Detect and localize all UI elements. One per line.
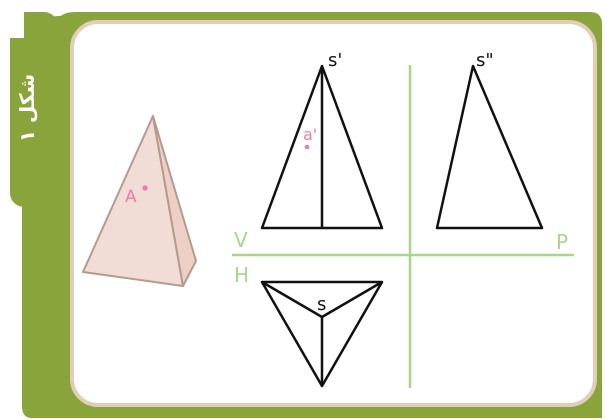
top-view [260, 280, 384, 388]
point-a-prime-marker [304, 144, 310, 150]
top-apex-label: s [317, 294, 326, 315]
point-a-label: A [125, 187, 137, 207]
point-a-marker [142, 185, 148, 191]
top-edge-right [321, 280, 383, 319]
front-view [260, 64, 384, 230]
front-apex-label: s' [328, 50, 342, 71]
pyramid-3d: A [82, 115, 197, 287]
plane-p-label: P [556, 230, 568, 254]
plane-h-label: H [234, 263, 249, 287]
projection-axes [232, 65, 574, 388]
point-a-prime-label: a' [303, 125, 317, 144]
top-view-triangle [260, 280, 384, 388]
figure-caption: شکل ۱ [15, 74, 39, 142]
pyramid-right-face [152, 115, 197, 287]
top-edge-left [261, 280, 323, 319]
caption-tab [6, 8, 58, 207]
side-view-triangle [435, 64, 544, 230]
content-panel [70, 20, 597, 407]
plane-v-label: V [234, 228, 248, 252]
side-apex-label: s" [476, 50, 494, 71]
side-view [435, 64, 544, 230]
